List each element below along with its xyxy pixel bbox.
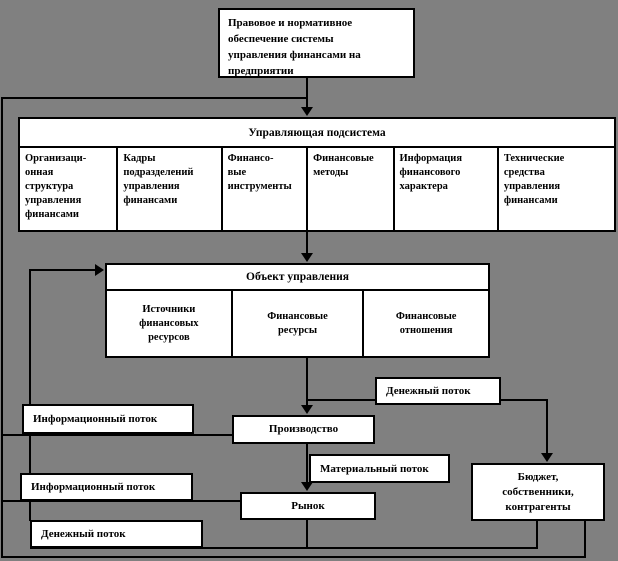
feedback-left-inner-line [29, 269, 31, 521]
control-col-tech-means: Технические средства управления финансам… [503, 153, 565, 206]
control-object-table: Объект управления Источники финансовых р… [105, 263, 490, 358]
market-down-line [306, 519, 308, 549]
feedback-left-outer-line [1, 97, 3, 558]
control-subsystem-table: Управляющая подсистема Организаци- онная… [18, 117, 616, 232]
object-col-relations: Финансовые отношения [395, 310, 457, 336]
material-flow-label: Материальный поток [309, 454, 450, 483]
info-flow-1-line [1, 434, 232, 436]
budget-down-line-2 [584, 520, 586, 558]
info-flow-1-label: Информационный поток [22, 404, 194, 434]
arrow-into-object-left-icon [95, 264, 104, 276]
legal-support-box: Правовое и нормативное обеспечение систе… [218, 8, 415, 78]
control-col-instruments: Финансо- вые инструменты [223, 148, 309, 230]
object-col-sources: Источники финансовых ресурсов [107, 291, 233, 356]
topbox-to-control-line [306, 77, 308, 110]
production-to-market-line [306, 443, 308, 484]
budget-box: Бюджет, собственники, контрагенты [471, 463, 605, 521]
object-left-in-line [29, 269, 96, 271]
control-col-methods: Финансовые методы [308, 148, 395, 230]
control-object-title: Объект управления [107, 265, 488, 291]
money-to-budget-line [546, 399, 548, 455]
object-to-production-line [306, 357, 308, 407]
market-box: Рынок [240, 492, 376, 520]
arrow-into-object-top-icon [301, 253, 313, 262]
arrow-into-market-icon [301, 482, 313, 491]
budget-down-line-1 [536, 520, 538, 549]
info-flow-2-line [1, 500, 240, 502]
control-subsystem-title: Управляющая подсистема [20, 119, 614, 148]
arrow-into-control-subsystem-icon [301, 107, 313, 116]
control-col-org-structure: Организаци- онная структура управления ф… [20, 148, 119, 230]
object-col-resources: Финансовые ресурсы [233, 291, 365, 356]
control-col-staff: Кадры подразделений управления финансами [118, 148, 223, 230]
arrow-into-production-icon [301, 405, 313, 414]
money-flow-top-label: Денежный поток [375, 377, 501, 405]
control-object-columns: Источники финансовых ресурсов Финансовые… [107, 291, 488, 356]
control-subsystem-columns: Организаци- онная структура управления ф… [20, 148, 614, 230]
info-flow-2-label: Информационный поток [20, 473, 193, 501]
control-col-information: Информация финансового характера [395, 148, 499, 230]
money-flow-bottom-label: Денежный поток [30, 520, 203, 548]
arrow-into-budget-icon [541, 453, 553, 462]
feedback-bottom-line [1, 556, 586, 558]
money-bottom-line [30, 547, 538, 549]
control-to-object-line [306, 231, 308, 256]
production-box: Производство [232, 415, 375, 444]
feedback-top-line [1, 97, 308, 99]
